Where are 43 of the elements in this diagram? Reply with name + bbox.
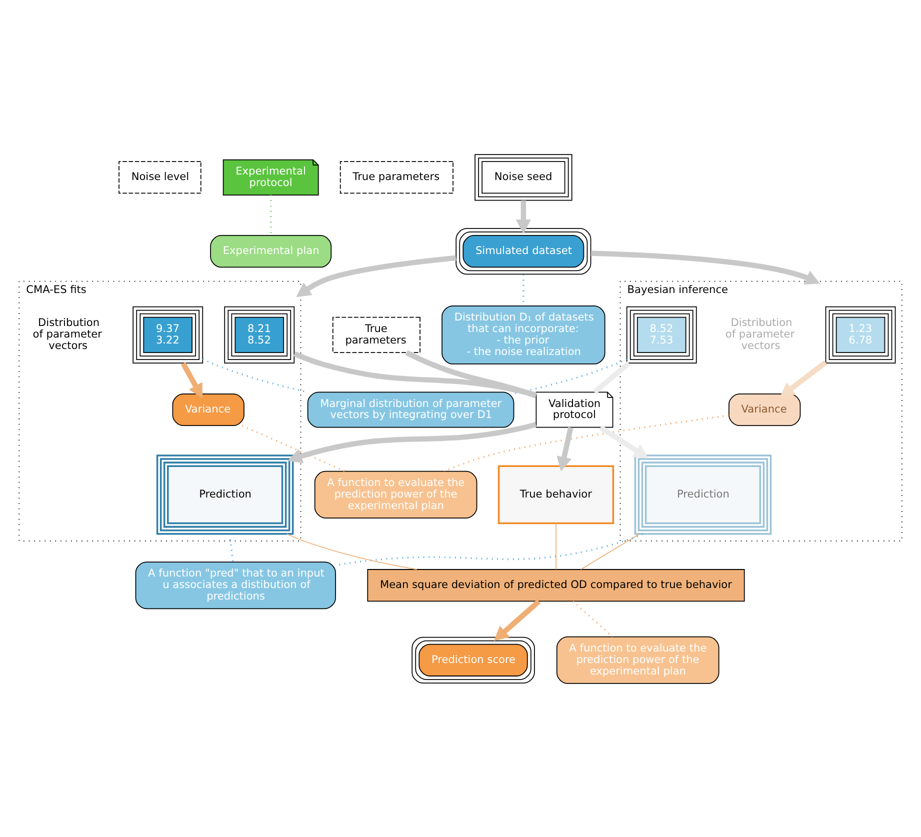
node-box: Variance [728, 392, 801, 426]
node-box: Prediction [634, 454, 772, 534]
node-box: 8.52 7.53 [626, 306, 697, 364]
node-box: True behavior [498, 464, 614, 524]
node-box: Noise level [118, 160, 202, 194]
node-box: Prediction [156, 454, 294, 534]
node-box: Marginal distribution of parameter vectors by integrating over D1 [307, 391, 514, 428]
node-box: 1.23 6.78 [825, 306, 896, 364]
arrow [516, 200, 532, 234]
arrow [296, 254, 456, 297]
node-box: Experimental plan [210, 234, 332, 268]
node-box: 8.21 8.52 [224, 306, 295, 364]
connector [228, 533, 234, 562]
connector [572, 600, 614, 637]
arrow [599, 424, 648, 458]
arrow [494, 598, 541, 640]
arrow [556, 426, 574, 471]
node-label: Distribution of parameter vectors [725, 316, 795, 352]
connector [293, 350, 537, 398]
node-box: True parameters [332, 316, 420, 352]
arrow [180, 362, 203, 398]
connector [580, 533, 640, 570]
node-box: A function "pred" that to an input u associates a distibution of predictions [135, 561, 336, 609]
node-box: Variance [172, 392, 244, 426]
node-box: True parameters [340, 160, 454, 194]
node-box: Prediction score [412, 636, 535, 683]
node-box: Mean square deviation of predicted OD compared to true behavior [367, 568, 745, 602]
arrow [288, 421, 537, 463]
node-box: 9.37 3.22 [132, 306, 204, 364]
node-box: Noise seed [474, 154, 572, 200]
connector [592, 360, 631, 394]
node-box: Distribution D₁ of datasets that can incorporate: - the prior - the noise realization [442, 304, 606, 364]
arrow [590, 250, 820, 284]
arrow [780, 360, 828, 397]
node-label: Distribution of parameter vectors [32, 316, 102, 352]
connector [444, 414, 729, 472]
node-box: A function to evaluate the prediction power of the experimental plan [314, 470, 478, 518]
connector [514, 358, 628, 394]
connector [405, 350, 537, 398]
node-box: A function to evaluate the prediction power of the experimental plan [556, 636, 720, 684]
connector [242, 424, 346, 472]
connector [286, 532, 418, 570]
node-box: Simulated dataset [456, 228, 592, 274]
